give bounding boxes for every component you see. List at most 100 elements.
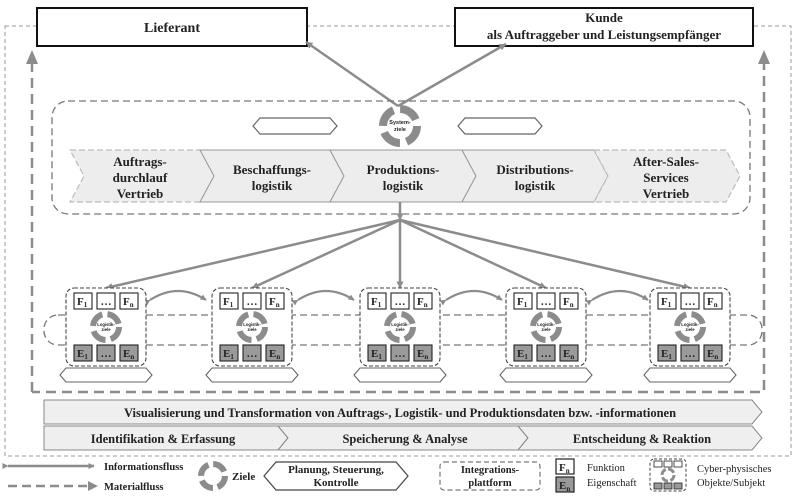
cps-function-last-box bbox=[703, 292, 723, 310]
cps-function-last-text: Fn bbox=[123, 296, 134, 309]
cps-property-first-box bbox=[219, 344, 239, 362]
material-flow-arrowhead-left bbox=[26, 50, 38, 64]
cps-property-last-box bbox=[119, 344, 139, 362]
legend-planning-hexagon bbox=[263, 461, 409, 491]
cps-arc-4-5 bbox=[585, 289, 649, 306]
cps-property-dots: … bbox=[685, 348, 696, 360]
legend-property-label: Eigenschaft bbox=[587, 478, 637, 489]
integration-platform-upper bbox=[51, 100, 751, 215]
cps-function-last-box bbox=[413, 292, 433, 310]
info-arrow-to-cps-5 bbox=[399, 218, 691, 290]
cps-property-dots: … bbox=[247, 348, 258, 360]
cps-function-dots-box bbox=[536, 292, 556, 310]
cps-goals-label-2: ziele bbox=[101, 327, 111, 332]
step-2-label: Speicherung & Analyse bbox=[342, 432, 467, 446]
cps-goals-center bbox=[243, 318, 261, 336]
legend-info-label: Informationsfluss bbox=[104, 462, 183, 473]
legend-property-symbol: En bbox=[559, 480, 570, 493]
cps-property-dots-box bbox=[96, 344, 116, 362]
chevron-5-line1: After-Sales- bbox=[633, 154, 699, 169]
customer-label: Kunde bbox=[585, 10, 623, 25]
cps-goals-center bbox=[97, 318, 115, 336]
cps-goals-center bbox=[537, 318, 555, 336]
chevron-1-line1: Auftrags- bbox=[113, 154, 166, 169]
cps-connector-arcs bbox=[143, 289, 649, 306]
legend-function-symbol: Fn bbox=[559, 462, 570, 475]
cps-goals-ring bbox=[530, 311, 562, 343]
cps-goals-label-1: Logistik- bbox=[537, 322, 555, 327]
legend-property-box bbox=[555, 476, 575, 493]
info-arrow-to-customer bbox=[397, 42, 507, 108]
chevron-2-line1: Beschaffungs- bbox=[233, 162, 311, 177]
step-3-label: Entscheidung & Reaktion bbox=[573, 432, 711, 446]
cps-property-first-box bbox=[367, 344, 387, 362]
supplier-label: Lieferant bbox=[144, 21, 200, 36]
chevron-1-line3: Vertrieb bbox=[117, 186, 163, 201]
cps-planning-hexagon bbox=[353, 367, 447, 383]
system-goals-center bbox=[388, 114, 412, 138]
cps-function-first-box bbox=[513, 292, 533, 310]
planning-hexagon-right bbox=[457, 117, 543, 135]
cps-property-dots: … bbox=[395, 348, 406, 360]
chevron-4-line2: logistik bbox=[515, 178, 556, 193]
cps-function-dots-box bbox=[390, 292, 410, 310]
cps-goals-ring bbox=[384, 311, 416, 343]
cps-goals-ring bbox=[236, 311, 268, 343]
cps-goals-label-2: ziele bbox=[541, 327, 551, 332]
cps-arc-1-2 bbox=[143, 289, 207, 306]
legend-cps-label-2: Objekte/Subjekt bbox=[697, 478, 765, 489]
system-goals-label-2: ziele bbox=[394, 127, 406, 133]
step-1-label: Identifikation & Erfassung bbox=[91, 432, 236, 446]
cps-function-last-text: Fn bbox=[417, 296, 428, 309]
chevron-5-line3: Vertrieb bbox=[643, 186, 689, 201]
info-arrow-to-supplier bbox=[305, 40, 399, 108]
legend-function-box bbox=[555, 458, 575, 475]
cps-property-last-text: En bbox=[563, 348, 574, 361]
cps-property-dots-box bbox=[536, 344, 556, 362]
legend-goals-icon bbox=[198, 461, 228, 491]
cps-property-last-box bbox=[559, 344, 579, 362]
cps-function-first-text: F1 bbox=[661, 296, 672, 309]
cps-function-first-text: F1 bbox=[77, 296, 88, 309]
chevron-1-line2: durchlauf bbox=[113, 170, 168, 185]
legend-goals-label: Ziele bbox=[232, 471, 255, 483]
legend-planning-label-1: Planung, Steuerung, bbox=[288, 464, 384, 476]
cps-property-dots-box bbox=[680, 344, 700, 362]
customer-box: Kunde als Auftraggeber und Leistungsempf… bbox=[454, 7, 754, 47]
chevron-4-line1: Distributions- bbox=[496, 162, 573, 177]
customer-sublabel: als Auftraggeber und Leistungsempfänger bbox=[487, 27, 721, 42]
cps-goals-center bbox=[391, 318, 409, 336]
process-chain: Auftrags- durchlauf Vertrieb Beschaffung… bbox=[68, 149, 741, 203]
step-decision-reaction bbox=[516, 425, 763, 451]
info-flow-arrows bbox=[105, 202, 691, 290]
cps-property-first-text: E1 bbox=[517, 348, 528, 361]
planning-hexagon-left bbox=[252, 117, 338, 135]
legend-integration-label-2: plattform bbox=[468, 478, 511, 489]
cps-property-first-text: E1 bbox=[223, 348, 234, 361]
supplier-box: Lieferant bbox=[36, 7, 308, 47]
cps-property-dots: … bbox=[101, 348, 112, 360]
cps-function-last-text: Fn bbox=[707, 296, 718, 309]
cps-goals-center bbox=[681, 318, 699, 336]
cps-goals-label-2: ziele bbox=[247, 327, 257, 332]
legend-function-label: Funktion bbox=[587, 463, 626, 474]
visualization-bar bbox=[43, 399, 763, 425]
cps-function-dots: … bbox=[395, 296, 406, 308]
cps-goals-label-1: Logistik- bbox=[681, 322, 699, 327]
legend-integration-box bbox=[439, 461, 541, 491]
cps-property-first-text: E1 bbox=[77, 348, 88, 361]
material-flow-loop bbox=[30, 60, 766, 394]
cps-function-dots: … bbox=[685, 296, 696, 308]
cps-property-last-text: En bbox=[707, 348, 718, 361]
info-arrow-to-cps-2 bbox=[251, 218, 401, 290]
cps-function-dots: … bbox=[541, 296, 552, 308]
cps-function-first-box bbox=[367, 292, 387, 310]
cps-property-last-text: En bbox=[417, 348, 428, 361]
visualization-bar-label: Visualisierung und Transformation von Au… bbox=[124, 406, 676, 420]
cps-function-first-text: F1 bbox=[223, 296, 234, 309]
cps-property-first-box bbox=[73, 344, 93, 362]
